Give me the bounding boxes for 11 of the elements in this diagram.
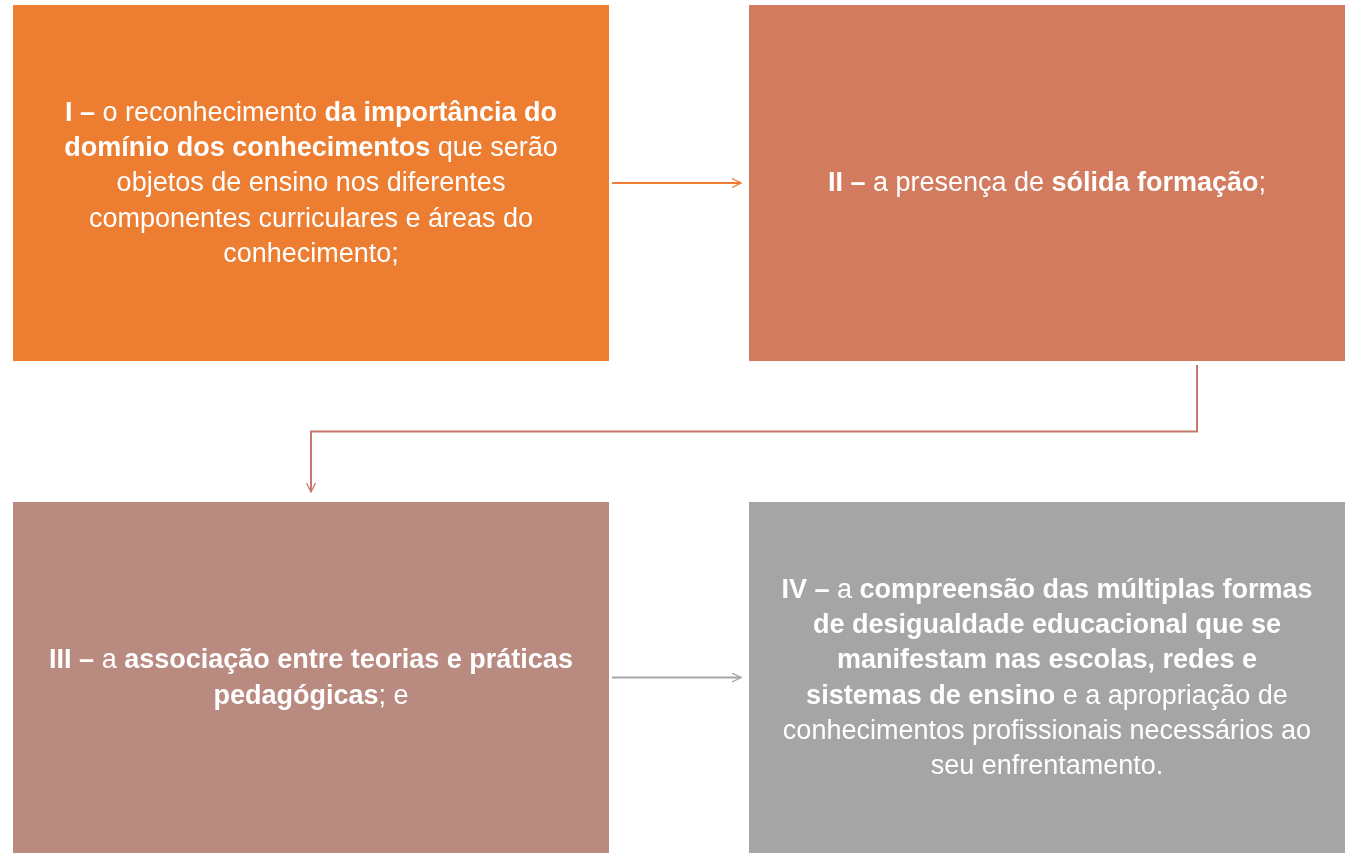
arrow — [305, 364, 1198, 493]
process-box — [749, 5, 1345, 361]
box-text: III – a associação entre teorias e práticas pedagógicas; e — [48, 643, 574, 712]
process-box — [749, 502, 1345, 853]
box-text: IV – a compreensão das múltiplas formas de desigualdade educacional que se manifestam nas escolas, redes e sistemas de ensino e a apropriação de conhecimentos profissionais necessários ao seu enfrentamento. — [780, 573, 1314, 782]
arrow — [611, 672, 742, 683]
arrow — [611, 177, 742, 189]
box-text: II – a presença de sólida formação; — [827, 166, 1267, 200]
process-box — [13, 5, 609, 361]
process-box — [13, 502, 609, 853]
box-text: I – o reconhecimento da importância do domínio dos conhecimentos que serão objetos de ensino nos diferentes componentes curriculares e áreas do conhecimento; — [63, 96, 559, 270]
